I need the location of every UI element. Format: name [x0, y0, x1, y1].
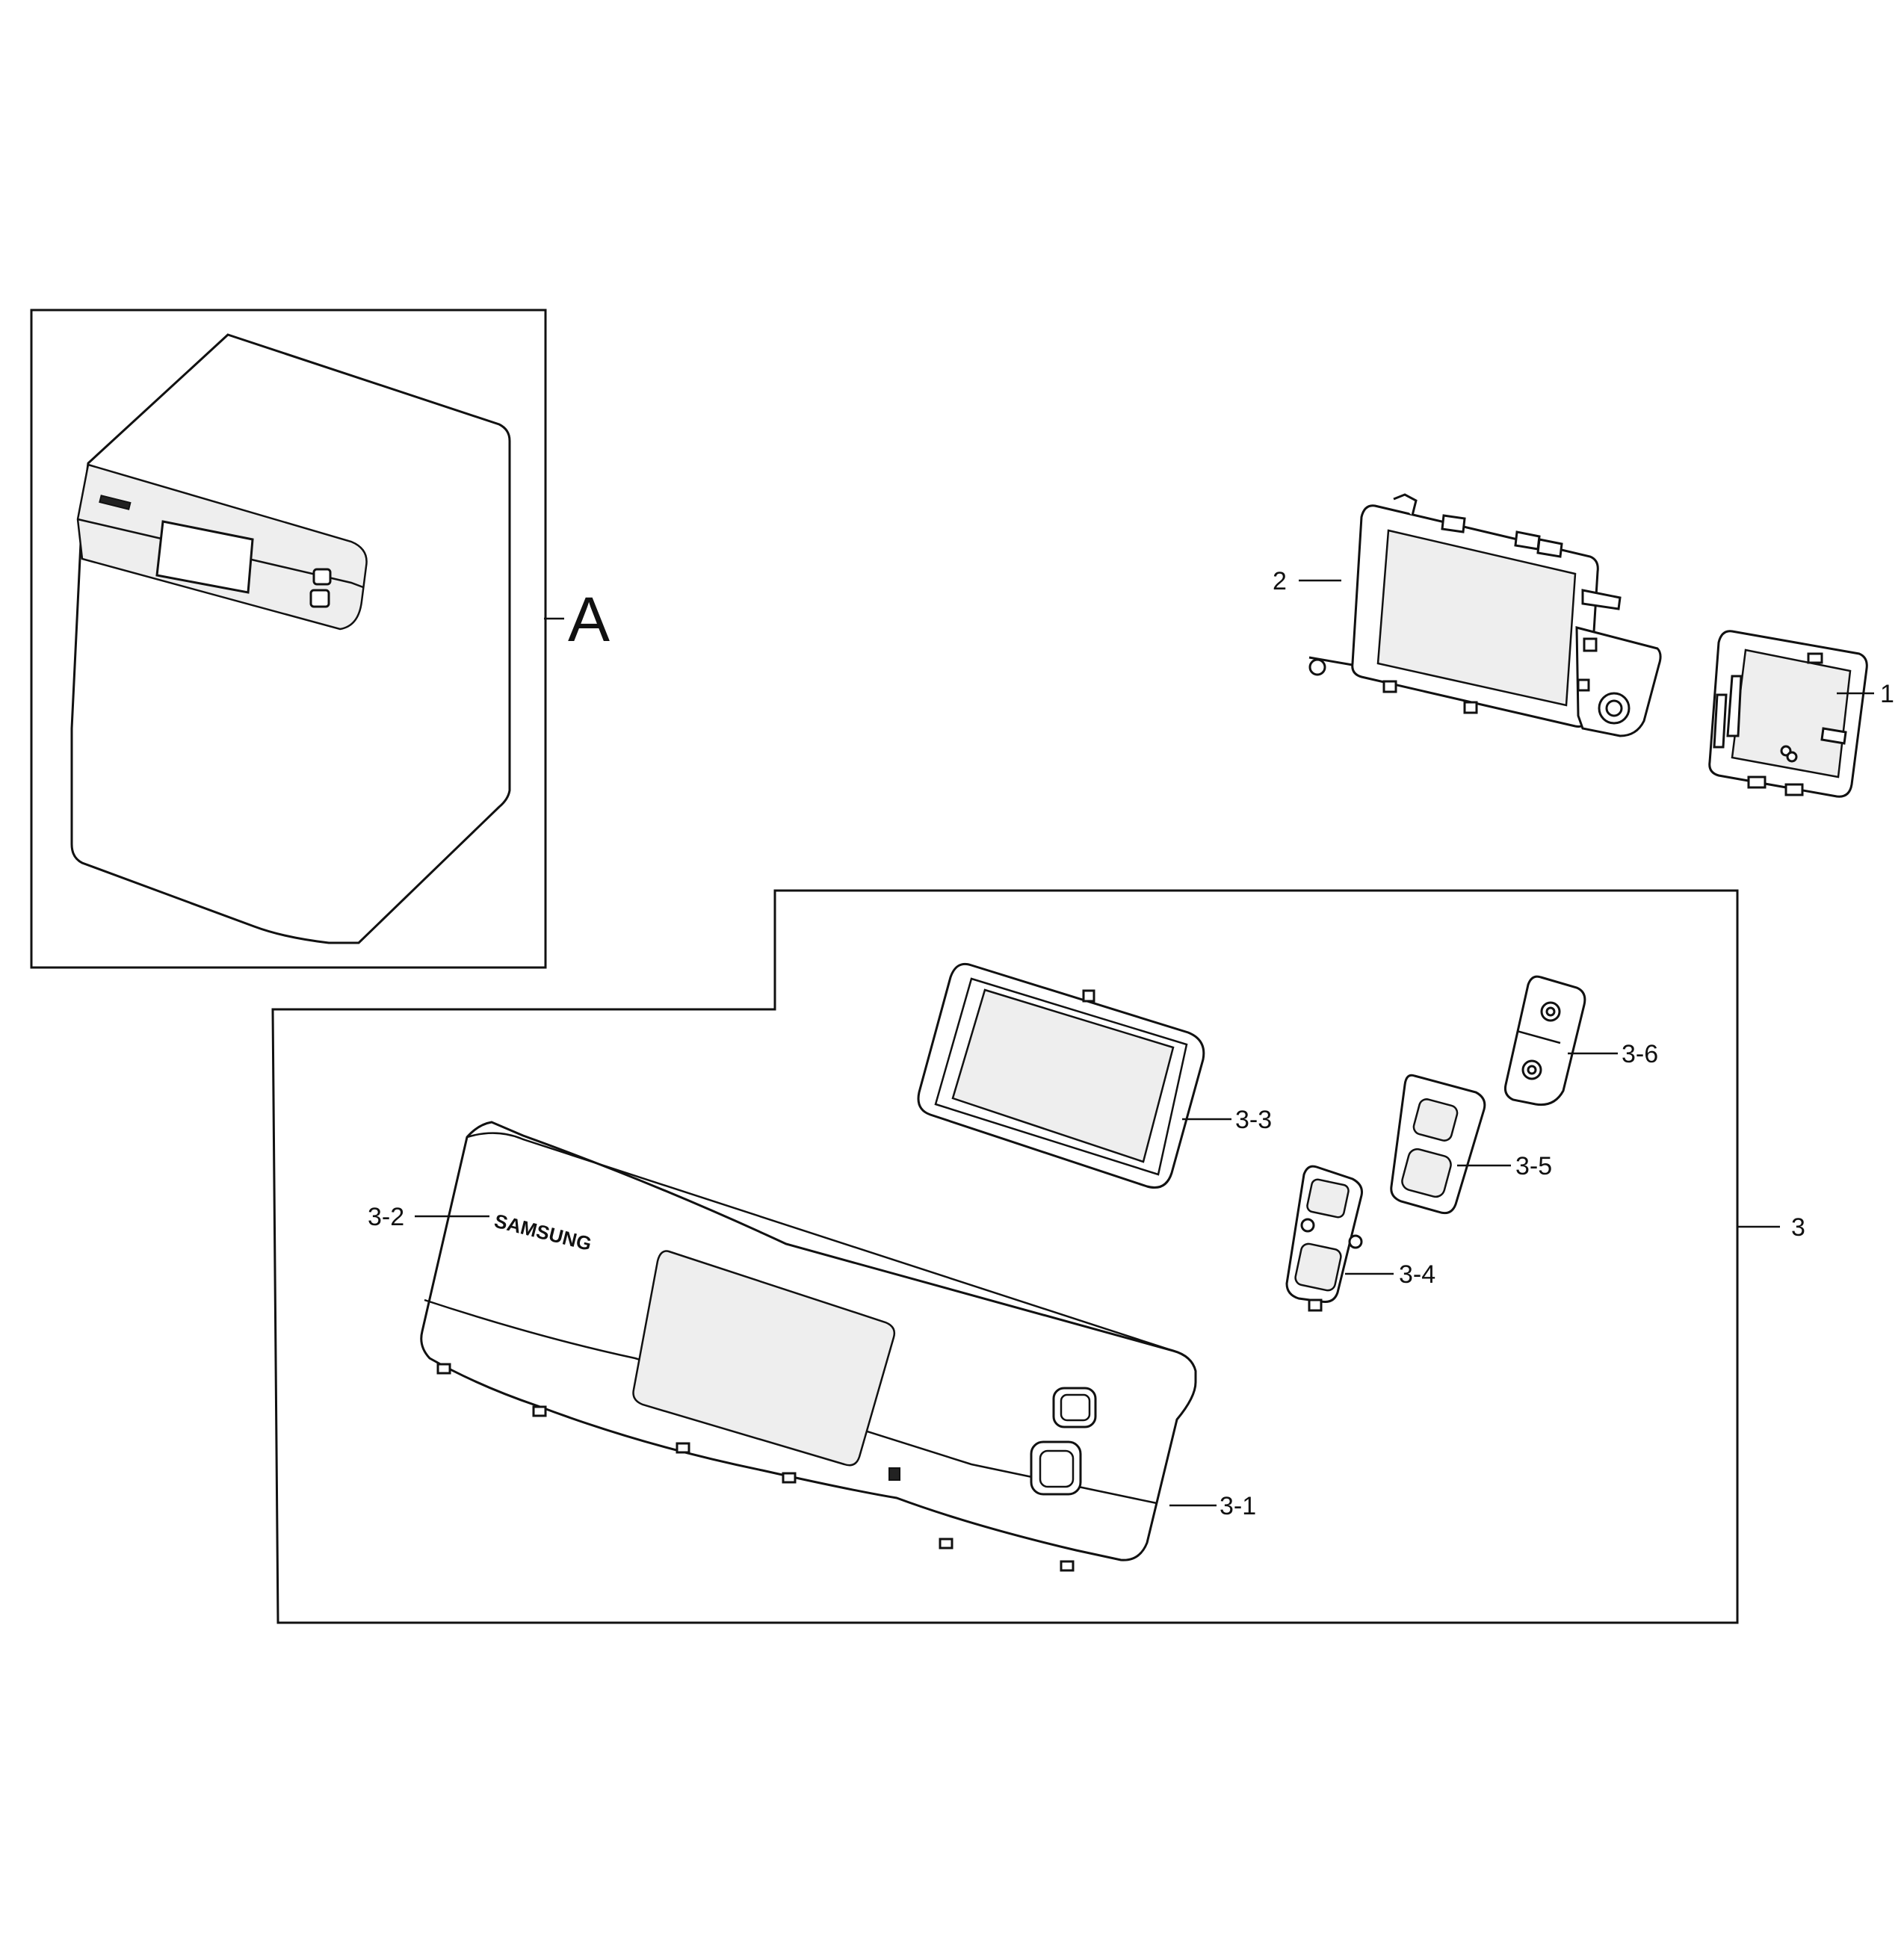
callout-3-2: 3-2 [368, 1203, 404, 1231]
detail-view-a: A [30, 309, 610, 969]
part-3-1-control-panel: 3-1 [420, 1121, 1256, 1572]
assembly-3-frame [271, 889, 1739, 1624]
panel-button-bottom [1030, 1440, 1082, 1496]
view-label-a: A [568, 584, 610, 654]
part-2-display-module: 2 [1273, 493, 1662, 737]
callout-3-6: 3-6 [1622, 1040, 1658, 1068]
appliance-button-top [312, 568, 332, 586]
callout-3-1: 3-1 [1220, 1492, 1256, 1520]
detail-frame-a [30, 309, 547, 969]
part-1-pcb-bracket: 1 [1708, 630, 1894, 798]
callout-3-5: 3-5 [1515, 1152, 1552, 1180]
callout-2: 2 [1273, 567, 1287, 595]
callout-3: 3 [1791, 1213, 1805, 1242]
part-3-4-button-frame: 3-4 [1285, 1165, 1435, 1312]
callout-1: 1 [1880, 680, 1894, 708]
part-3-3-display-bezel: 3-3 [917, 962, 1272, 1189]
appliance-logo-mark [99, 495, 132, 510]
part-3-5-button-gasket: 3-5 [1390, 1074, 1552, 1215]
callout-3-4: 3-4 [1399, 1260, 1435, 1289]
appliance-display [155, 520, 254, 594]
appliance-cabinet [70, 333, 511, 944]
assembly-3-group: 3 [271, 889, 1805, 1624]
panel-display-window [632, 1250, 896, 1467]
part-3-6-button-bracket: 3-6 [1504, 975, 1658, 1106]
panel-button-top [1052, 1387, 1097, 1428]
appliance-button-bottom [309, 589, 330, 608]
callout-3-3: 3-3 [1235, 1106, 1272, 1134]
